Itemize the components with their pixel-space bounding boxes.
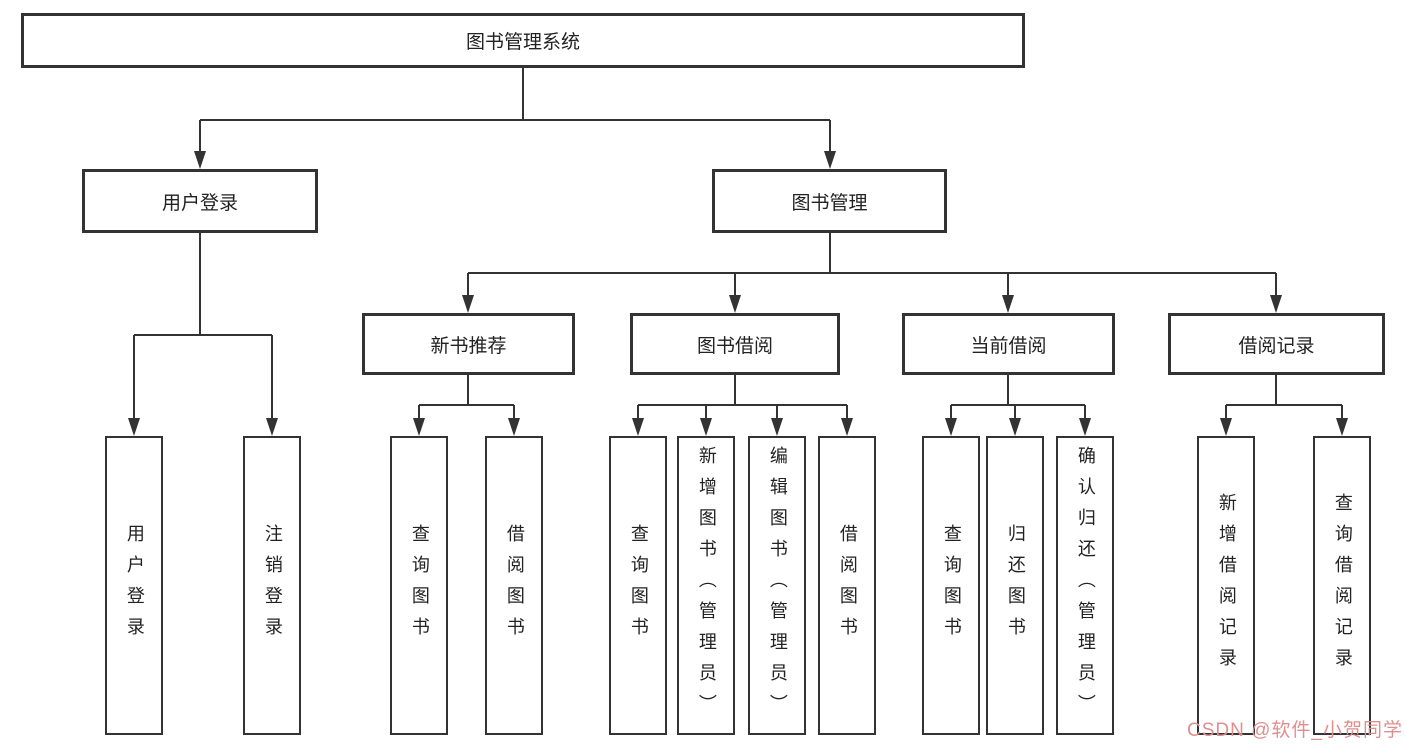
leaf-cb-confirm-return-admin: 确认归还（管理员）	[1056, 436, 1114, 735]
leaf-label: 新增图书（管理员）	[696, 446, 717, 725]
leaf-label: 查询图书	[941, 523, 962, 648]
leaf-label: 借阅图书	[504, 523, 525, 648]
node-current-borrowing: 当前借阅	[902, 313, 1115, 375]
node-label: 新书推荐	[430, 335, 507, 357]
leaf-nb-query-books: 查询图书	[390, 436, 448, 735]
leaf-label: 查询图书	[628, 523, 649, 648]
leaf-logout: 注销登录	[243, 436, 301, 735]
node-book-borrowing: 图书借阅	[630, 313, 840, 375]
node-label: 图书管理系统	[465, 32, 580, 53]
connector-paths	[133, 68, 1343, 421]
leaf-nb-borrow-books: 借阅图书	[485, 436, 543, 735]
csdn-watermark: CSDN @软件_小贺同学	[1187, 720, 1403, 741]
leaf-label: 编辑图书（管理员）	[767, 446, 788, 725]
leaf-bb-query-books: 查询图书	[609, 436, 667, 735]
leaf-bb-edit-books-admin: 编辑图书（管理员）	[748, 436, 806, 735]
arrowheads	[128, 151, 1348, 436]
leaf-br-query-borrow-record: 查询借阅记录	[1313, 436, 1371, 735]
leaf-label: 注销登录	[262, 523, 283, 648]
leaf-user-login: 用户登录	[105, 436, 163, 735]
leaf-cb-return-books: 归还图书	[986, 436, 1044, 735]
node-label: 用户登录	[161, 192, 238, 214]
leaf-label: 用户登录	[124, 523, 145, 648]
leaf-br-add-borrow-record: 新增借阅记录	[1197, 436, 1255, 735]
leaf-bb-add-books-admin: 新增图书（管理员）	[677, 436, 735, 735]
node-new-book-recommend: 新书推荐	[362, 313, 575, 375]
leaf-label: 查询图书	[409, 523, 430, 648]
leaf-label: 新增借阅记录	[1216, 492, 1237, 679]
leaf-bb-borrow-books: 借阅图书	[818, 436, 876, 735]
node-root-system: 图书管理系统	[21, 13, 1025, 68]
leaf-label: 借阅图书	[837, 523, 858, 648]
node-label: 图书借阅	[696, 335, 773, 357]
node-user-login-branch: 用户登录	[82, 169, 318, 233]
node-label: 借阅记录	[1238, 335, 1315, 357]
node-borrow-records: 借阅记录	[1168, 313, 1385, 375]
leaf-label: 归还图书	[1005, 523, 1026, 648]
node-label: 当前借阅	[970, 335, 1047, 357]
leaf-cb-query-books: 查询图书	[922, 436, 980, 735]
node-book-management-branch: 图书管理	[712, 169, 947, 233]
node-label: 图书管理	[791, 192, 868, 214]
leaf-label: 确认归还（管理员）	[1075, 446, 1096, 725]
leaf-label: 查询借阅记录	[1332, 492, 1353, 679]
